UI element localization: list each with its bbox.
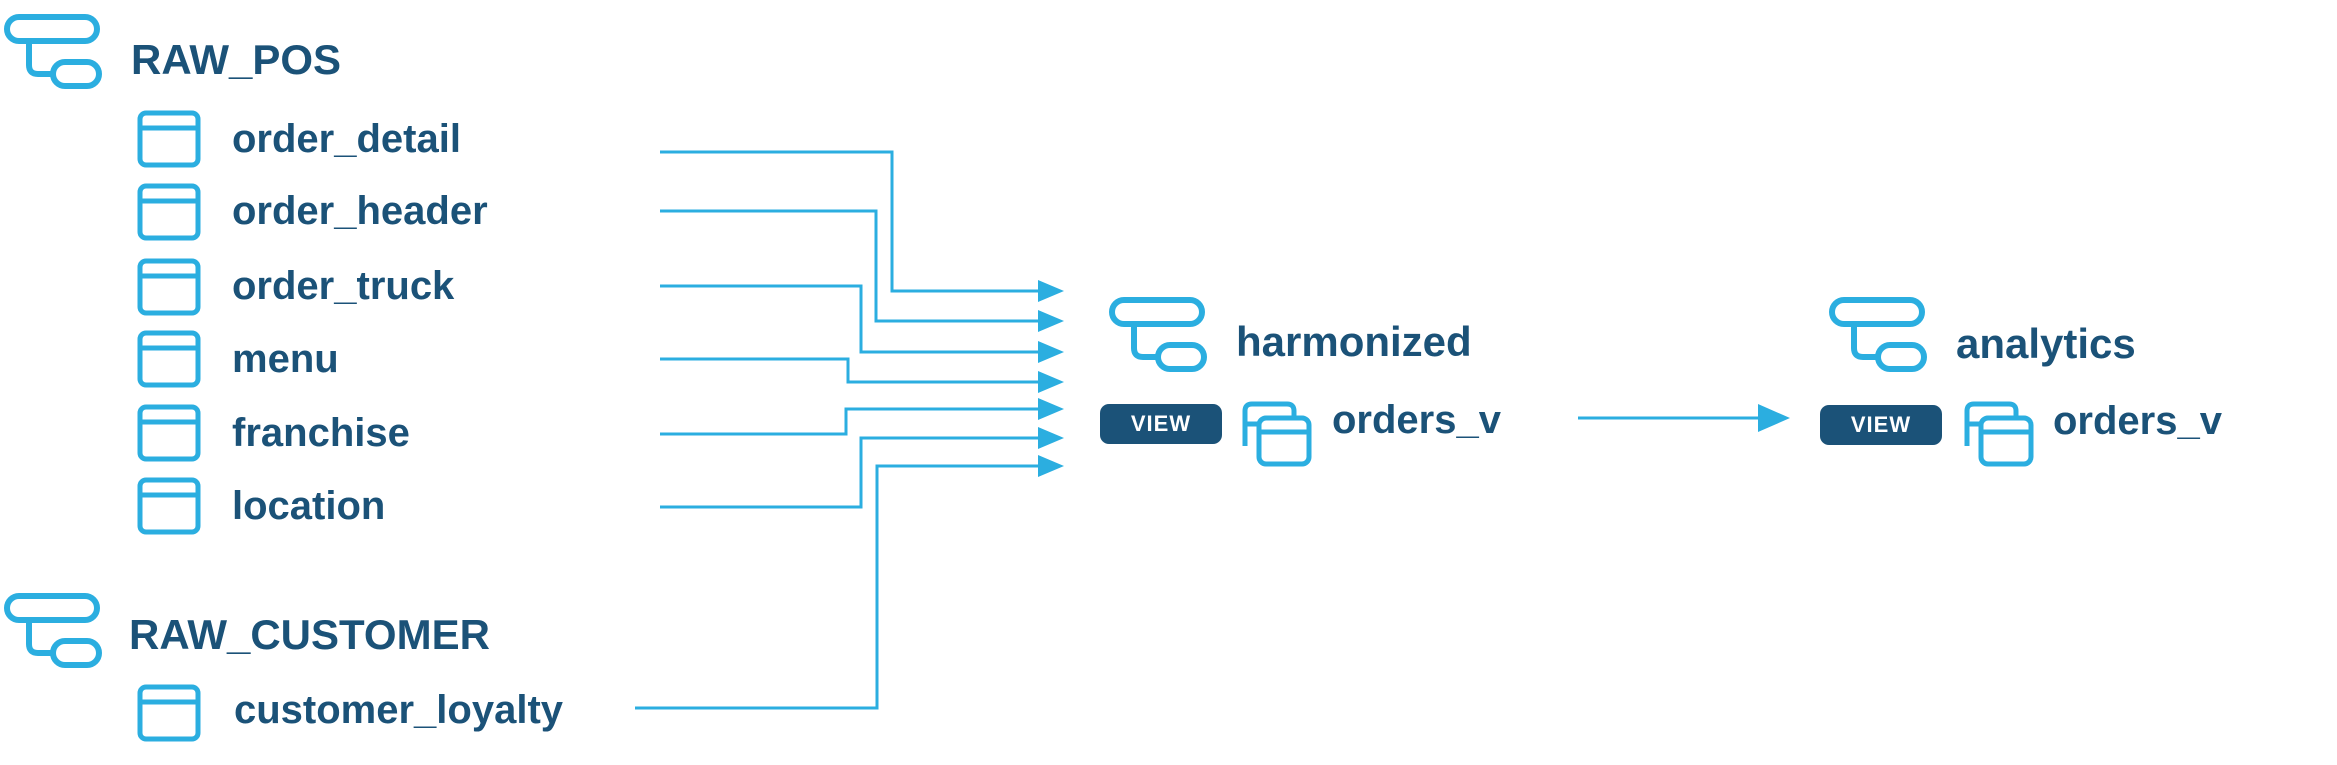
table-label-franchise: franchise	[232, 411, 410, 455]
arrowhead	[1038, 455, 1064, 477]
menu-connector	[660, 357, 1040, 384]
table-label-location: location	[232, 484, 386, 528]
analytics-view-badge: VIEW	[1820, 405, 1942, 445]
arrowhead	[1038, 341, 1064, 363]
customer-loyalty-connector	[635, 464, 1040, 710]
arrowhead	[1038, 427, 1064, 449]
harmonized-schema-icon	[1112, 300, 1204, 369]
table-label-order-header: order_header	[232, 189, 488, 233]
analytics-view-icon	[1967, 404, 2031, 464]
customer-loyalty-table-icon	[140, 687, 198, 739]
harmonized-view-icon	[1245, 404, 1309, 464]
table-label-customer-loyalty: customer_loyalty	[234, 688, 564, 732]
location-connector	[660, 436, 1040, 509]
franchise-table-icon	[140, 407, 198, 459]
order-header-table-icon	[140, 186, 198, 238]
arrowhead	[1758, 404, 1790, 432]
analytics-schema-label: analytics	[1956, 320, 2136, 367]
arrowhead	[1038, 280, 1064, 302]
analytics-view-name: orders_v	[2053, 399, 2222, 443]
location-table-icon	[140, 480, 198, 532]
harmonized-view-badge: VIEW	[1100, 404, 1222, 444]
raw-customer-schema-label: RAW_CUSTOMER	[129, 611, 490, 658]
arrowhead	[1038, 310, 1064, 332]
order-header-connector	[660, 209, 1040, 323]
analytics-schema-icon	[1832, 300, 1924, 369]
franchise-connector	[660, 407, 1040, 436]
menu-table-icon	[140, 333, 198, 385]
table-label-menu: menu	[232, 337, 339, 381]
raw-pos-schema-icon	[7, 17, 99, 86]
table-label-order-detail: order_detail	[232, 117, 461, 161]
arrowhead	[1038, 371, 1064, 393]
raw-pos-schema-label: RAW_POS	[131, 36, 342, 83]
order-detail-table-icon	[140, 113, 198, 165]
order-truck-table-icon	[140, 261, 198, 313]
harmonized-schema-label: harmonized	[1236, 318, 1472, 365]
arrowhead	[1038, 398, 1064, 420]
table-label-order-truck: order_truck	[232, 264, 455, 308]
order-detail-connector	[660, 150, 1040, 293]
harmonized-view-name: orders_v	[1332, 398, 1501, 442]
order-truck-connector	[660, 284, 1040, 354]
raw-customer-schema-icon	[7, 596, 99, 665]
